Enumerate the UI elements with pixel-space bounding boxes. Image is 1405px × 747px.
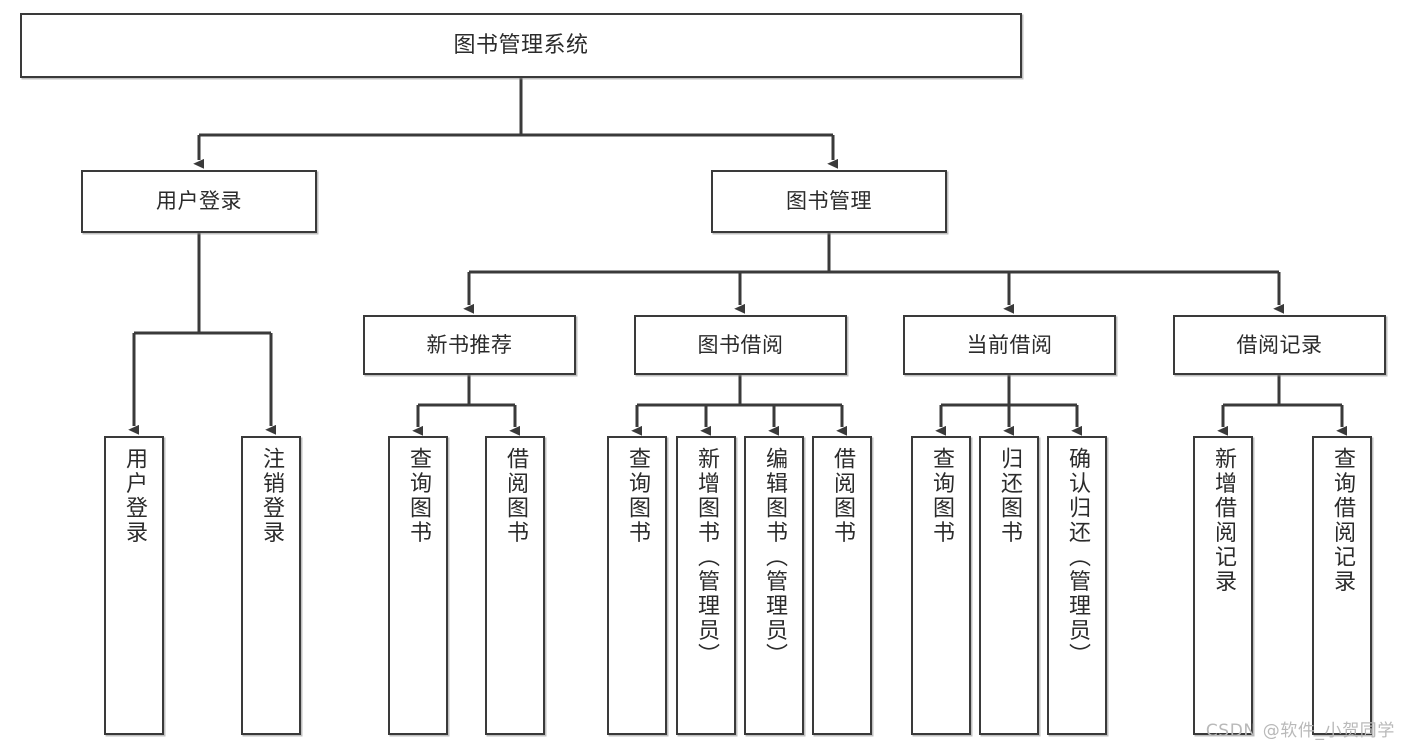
node-leaf-query-book-newbook[interactable]: 查询图书: [388, 436, 448, 735]
node-label: 新增借阅记录: [1211, 447, 1236, 594]
node-book-management[interactable]: 图书管理: [711, 170, 947, 233]
node-label: 查询图书: [406, 447, 431, 545]
node-label: 编辑图书（管理员）: [762, 447, 787, 668]
node-label: 借阅图书: [503, 447, 528, 545]
node-leaf-borrow-book-newbook[interactable]: 借阅图书: [485, 436, 545, 735]
node-leaf-confirm-return-admin[interactable]: 确认归还（管理员）: [1047, 436, 1107, 735]
node-label: 新书推荐: [426, 332, 513, 357]
node-label: 用户登录: [156, 189, 242, 214]
node-label: 确认归还（管理员）: [1065, 447, 1090, 668]
node-user-login[interactable]: 用户登录: [81, 170, 317, 233]
node-label: 图书管理: [786, 189, 872, 214]
node-label: 查询借阅记录: [1330, 447, 1355, 594]
node-label: 借阅记录: [1236, 332, 1323, 357]
node-label: 图书借阅: [697, 332, 784, 357]
node-label: 图书管理系统: [453, 32, 589, 58]
node-borrowing-record[interactable]: 借阅记录: [1173, 315, 1386, 375]
node-label: 归还图书: [997, 447, 1022, 545]
node-book-borrowing[interactable]: 图书借阅: [634, 315, 847, 375]
node-label: 查询图书: [625, 447, 650, 545]
node-label: 当前借阅: [966, 332, 1053, 357]
node-leaf-edit-book-admin[interactable]: 编辑图书（管理员）: [744, 436, 804, 735]
node-label: 用户登录: [122, 447, 147, 545]
node-leaf-return-book[interactable]: 归还图书: [979, 436, 1039, 735]
node-leaf-query-book-current[interactable]: 查询图书: [911, 436, 971, 735]
node-label: 借阅图书: [830, 447, 855, 545]
node-label: 注销登录: [259, 447, 284, 545]
node-leaf-add-book-admin[interactable]: 新增图书（管理员）: [676, 436, 736, 735]
node-leaf-borrow-book-borrowing[interactable]: 借阅图书: [812, 436, 872, 735]
watermark-text: CSDN @软件_小贺同学: [1205, 721, 1395, 741]
node-root-book-management-system[interactable]: 图书管理系统: [20, 13, 1022, 78]
node-current-borrowing[interactable]: 当前借阅: [903, 315, 1116, 375]
node-label: 新增图书（管理员）: [694, 447, 719, 668]
node-new-book-recommendation[interactable]: 新书推荐: [363, 315, 576, 375]
node-leaf-logout[interactable]: 注销登录: [241, 436, 301, 735]
node-leaf-query-book-borrowing[interactable]: 查询图书: [607, 436, 667, 735]
node-leaf-query-borrowing-record[interactable]: 查询借阅记录: [1312, 436, 1372, 735]
node-label: 查询图书: [929, 447, 954, 545]
node-leaf-user-login[interactable]: 用户登录: [104, 436, 164, 735]
node-leaf-add-borrowing-record[interactable]: 新增借阅记录: [1193, 436, 1253, 735]
